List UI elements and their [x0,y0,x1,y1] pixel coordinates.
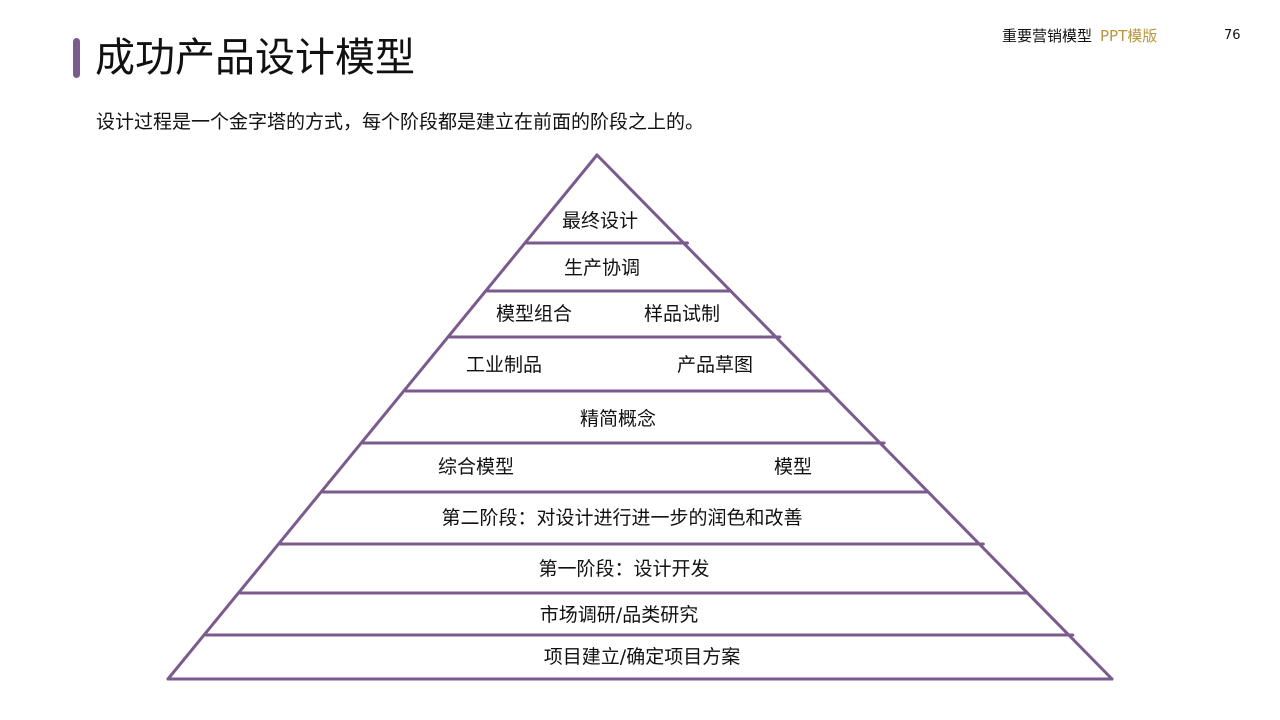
page-subtitle: 设计过程是一个金字塔的方式，每个阶段都是建立在前面的阶段之上的。 [96,111,705,133]
header-series: 重要营销模型 PPT模版 [1002,25,1157,47]
pyramid-level-4-label-1: 工业制品 [466,354,542,376]
series-label: 重要营销模型 [1002,27,1093,45]
brand-label: PPT模版 [1100,27,1158,45]
pyramid-level-6-label-2: 模型 [774,456,812,478]
pyramid-level-6-label-1: 综合模型 [438,456,514,478]
title-accent-bar [73,38,80,78]
pyramid-level-8-label-1: 第一阶段：设计开发 [538,558,709,580]
pyramid-right-edge [595,153,1114,681]
pyramid-level-4-label-2: 产品草图 [677,354,753,376]
pyramid-left-edge [166,153,599,681]
pyramid-level-5-label-1: 精简概念 [580,407,656,430]
pyramid-level-7-label-1: 第二阶段：对设计进行进一步的润色和改善 [441,507,802,529]
page-title: 成功产品设计模型 [95,35,415,81]
page-number: 76 [1224,28,1241,43]
pyramid-level-3-label-1: 模型组合 [496,303,572,325]
pyramid-level-1-label-1: 最终设计 [562,210,638,232]
pyramid-level-10-label-1: 项目建立/确定项目方案 [544,646,740,668]
pyramid-level-3-label-2: 样品试制 [644,303,720,325]
pyramid-level-9-label-1: 市场调研/品类研究 [540,604,698,626]
pyramid-level-2-label-1: 生产协调 [564,257,640,279]
